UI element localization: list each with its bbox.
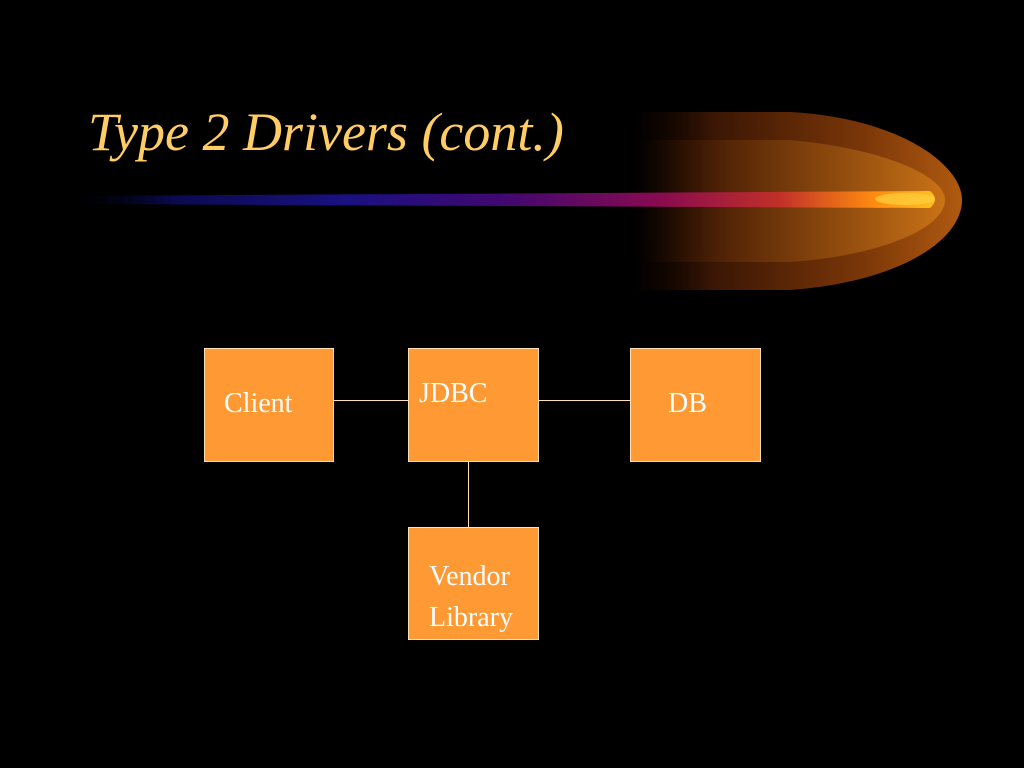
- connector-jdbc-vendor-library: [468, 462, 469, 527]
- node-vendor-library-label-line-2: Library: [429, 602, 513, 633]
- node-vendor-library-label: Vendor Library: [429, 556, 513, 638]
- slide-title: Type 2 Drivers (cont.): [88, 102, 564, 162]
- connector-jdbc-db: [539, 400, 630, 401]
- node-client: Client: [204, 348, 334, 462]
- swoosh-line: [70, 191, 935, 208]
- node-vendor-library: Vendor Library: [408, 527, 539, 640]
- node-vendor-library-label-line-1: Vendor: [429, 561, 510, 592]
- swoosh-highlight: [875, 193, 935, 205]
- node-jdbc-label: JDBC: [419, 378, 488, 409]
- connector-client-jdbc: [334, 400, 408, 401]
- node-db-label: DB: [668, 388, 707, 419]
- node-client-label: Client: [224, 388, 293, 419]
- node-db: DB: [630, 348, 761, 462]
- node-jdbc: JDBC: [408, 348, 539, 462]
